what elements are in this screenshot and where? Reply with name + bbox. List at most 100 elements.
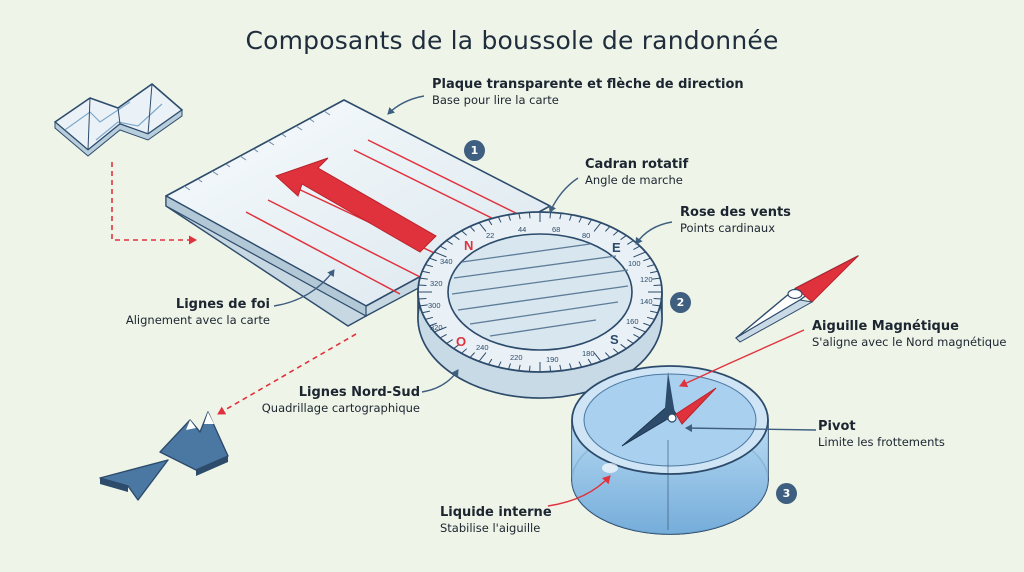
dial-tick — [425, 264, 434, 268]
label-aiguille: Aiguille Magnétique S'aligne avec le Nor… — [812, 318, 1006, 350]
dial-degree-label: 44 — [518, 225, 526, 234]
label-pivot-title: Pivot — [818, 419, 856, 434]
dial-tick — [646, 316, 655, 320]
label-rose: Rose des vents Points cardinaux — [680, 204, 791, 236]
label-plaque-title: Plaque transparente et flèche de directi… — [432, 77, 744, 92]
leader-aiguille — [679, 329, 805, 388]
badge-1: 1 — [464, 140, 485, 161]
badge-2: 2 — [670, 292, 691, 313]
leader-cadran — [548, 177, 579, 213]
dial-tick — [453, 343, 460, 349]
label-nord-sud: Lignes Nord-Sud Quadrillage cartographiq… — [240, 384, 420, 416]
dial-tick — [652, 277, 661, 280]
dial-tick — [439, 334, 447, 339]
dial-degree-label: 120 — [640, 275, 653, 284]
dial-degree-label: 320 — [430, 323, 443, 332]
dial-tick — [518, 213, 521, 220]
label-cadran: Cadran rotatif Angle de marche — [585, 156, 688, 188]
dial-tick — [425, 316, 434, 320]
dial-tick — [612, 348, 619, 354]
label-cadran-sub: Angle de marche — [585, 173, 683, 187]
dial-tick — [507, 363, 511, 370]
dial-tick — [650, 310, 658, 314]
dial-tick — [652, 304, 661, 307]
dial-tick — [653, 297, 662, 300]
label-liquide: Liquide interne Stabilise l'aiguille — [440, 504, 552, 536]
dial-tick — [643, 257, 651, 262]
dial-tick — [419, 277, 428, 280]
mountain-icon — [159, 411, 229, 476]
dial-tick — [549, 212, 552, 219]
dial-tick — [643, 322, 651, 327]
dial-degree-label: 300 — [428, 301, 441, 310]
label-liquide-title: Liquide interne — [440, 505, 552, 520]
dial-tick — [569, 214, 573, 221]
label-pivot-sub: Limite les frottements — [818, 435, 945, 449]
dial-tick — [646, 264, 655, 268]
dial-tick — [593, 352, 602, 362]
dial-tick — [497, 361, 502, 368]
dial-tick — [578, 361, 583, 368]
dial-degree-label: 190 — [546, 355, 559, 364]
dial-tick — [633, 251, 646, 258]
label-lignes-foi-sub: Alignement avec la carte — [125, 313, 270, 327]
leader-plaque — [387, 95, 425, 115]
dial-tick — [434, 251, 447, 258]
dial-tick — [559, 364, 562, 371]
arrow-pointer-icon — [99, 459, 169, 501]
label-nord-sud-title: Lignes Nord-Sud — [298, 385, 420, 400]
label-rose-sub: Points cardinaux — [680, 221, 776, 235]
label-aiguille-title: Aiguille Magnétique — [812, 319, 959, 334]
dial-tick — [507, 214, 511, 221]
leader-lignes-foi — [273, 269, 335, 307]
dial-tick — [419, 304, 428, 307]
dial-tick — [633, 334, 641, 339]
dial-tick — [650, 270, 658, 274]
floating-needle-detail — [735, 255, 859, 343]
dial-tick — [422, 310, 430, 314]
cardinal-e: E — [612, 240, 621, 255]
dial-tick — [461, 348, 468, 354]
leader-liquide — [547, 475, 611, 507]
dial-degree-label: 80 — [582, 231, 590, 240]
cardinal-o: O — [456, 334, 466, 349]
dial-tick — [569, 363, 573, 370]
dial-tick — [453, 235, 460, 241]
dial-tick — [461, 230, 468, 236]
badge-3: 3 — [776, 483, 797, 504]
cardinal-s: S — [610, 332, 619, 347]
dial-tick — [434, 326, 447, 333]
dial-tick — [446, 339, 453, 344]
dial-degree-label: 320 — [430, 279, 443, 288]
label-nord-sud-sub: Quadrillage cartographique — [261, 401, 420, 415]
dial-tick — [605, 226, 611, 232]
dial-tick — [593, 222, 602, 232]
dial-degree-label: 140 — [640, 297, 653, 306]
dial-tick — [587, 219, 592, 226]
dial-tick — [478, 222, 487, 232]
label-liquide-sub: Stabilise l'aiguille — [440, 521, 541, 535]
dial-tick — [518, 364, 521, 371]
label-plaque: Plaque transparente et flèche de directi… — [432, 76, 744, 108]
dial-degree-label: 180 — [582, 349, 595, 358]
label-lignes-foi-title: Lignes de foi — [175, 297, 270, 312]
label-pivot: Pivot Limite les frottements — [818, 418, 945, 450]
dial-tick — [528, 212, 531, 219]
dial-tick — [488, 219, 493, 226]
dial-tick — [478, 352, 487, 362]
dial-tick — [429, 257, 437, 262]
dial-tick — [627, 240, 634, 245]
leader-pivot — [685, 424, 817, 433]
dial-tick — [439, 245, 447, 250]
dial-tick — [620, 343, 627, 349]
dial-degree-label: 220 — [510, 353, 523, 362]
dial-tick — [469, 352, 475, 358]
dial-tick — [469, 226, 475, 232]
dial-tick — [633, 326, 646, 333]
label-plaque-sub: Base pour lire la carte — [432, 93, 559, 107]
dial-degree-label: 240 — [476, 343, 489, 352]
dial-tick — [528, 365, 531, 372]
dial-degree-label: 22 — [486, 231, 494, 240]
